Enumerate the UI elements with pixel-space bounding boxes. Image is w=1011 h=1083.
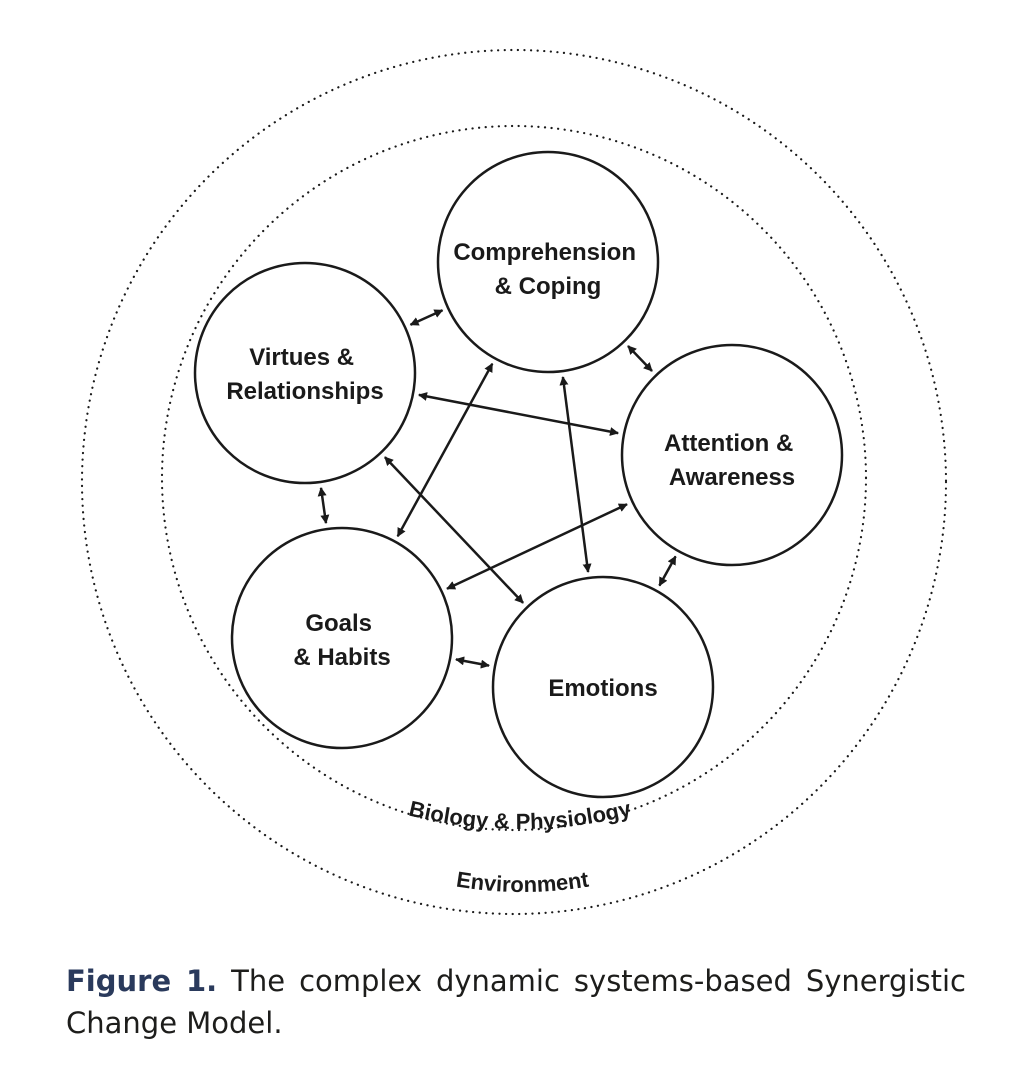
- node-label: Goals & Habits: [293, 610, 390, 671]
- node-circle: [230, 526, 454, 750]
- node-circle: [491, 575, 715, 799]
- arrow-attention-emotions: [658, 555, 677, 587]
- arrow-attention-goals: [446, 503, 628, 590]
- node-emotions: Emotions: [491, 575, 715, 799]
- node-label: Virtues & Relationships: [226, 344, 383, 405]
- node-goals-habits: Goals & Habits: [230, 526, 454, 750]
- figure-label: Figure 1.: [66, 964, 218, 998]
- node-label: Attention & Awareness: [664, 430, 800, 491]
- biology-physiology-ring: [160, 124, 868, 832]
- arrow-goals-emotions: [455, 656, 490, 669]
- figure-caption-text: The complex dynamic systems-based Synerg…: [66, 964, 967, 1040]
- arrow-virtues-comprehension: [409, 309, 444, 326]
- environment-ring: [80, 48, 948, 916]
- arrow-comprehension-goals: [396, 362, 494, 538]
- arrow-virtues-attention: [418, 392, 619, 436]
- node-circle: [436, 150, 660, 374]
- environment-label: Environment: [455, 866, 591, 897]
- node-label: Comprehension & Coping: [453, 239, 642, 300]
- arrow-virtues-goals: [317, 487, 330, 524]
- node-circle: [193, 261, 417, 485]
- connection-arrows: [317, 309, 677, 669]
- node-circle: [620, 343, 844, 567]
- synergistic-change-model-diagram: Biology & Physiology Environment Compreh…: [80, 48, 948, 916]
- node-label: Emotions: [548, 675, 657, 702]
- arrow-comprehension-attention: [627, 345, 653, 372]
- node-attention-awareness: Attention & Awareness: [620, 343, 844, 567]
- figure-caption: Figure 1. The complex dynamic systems-ba…: [66, 960, 966, 1044]
- node-virtues-relationships: Virtues & Relationships: [193, 261, 417, 485]
- arrow-comprehension-emotions: [559, 376, 592, 573]
- node-comprehension-coping: Comprehension & Coping: [436, 150, 660, 374]
- biology-physiology-label: Biology & Physiology: [407, 796, 634, 834]
